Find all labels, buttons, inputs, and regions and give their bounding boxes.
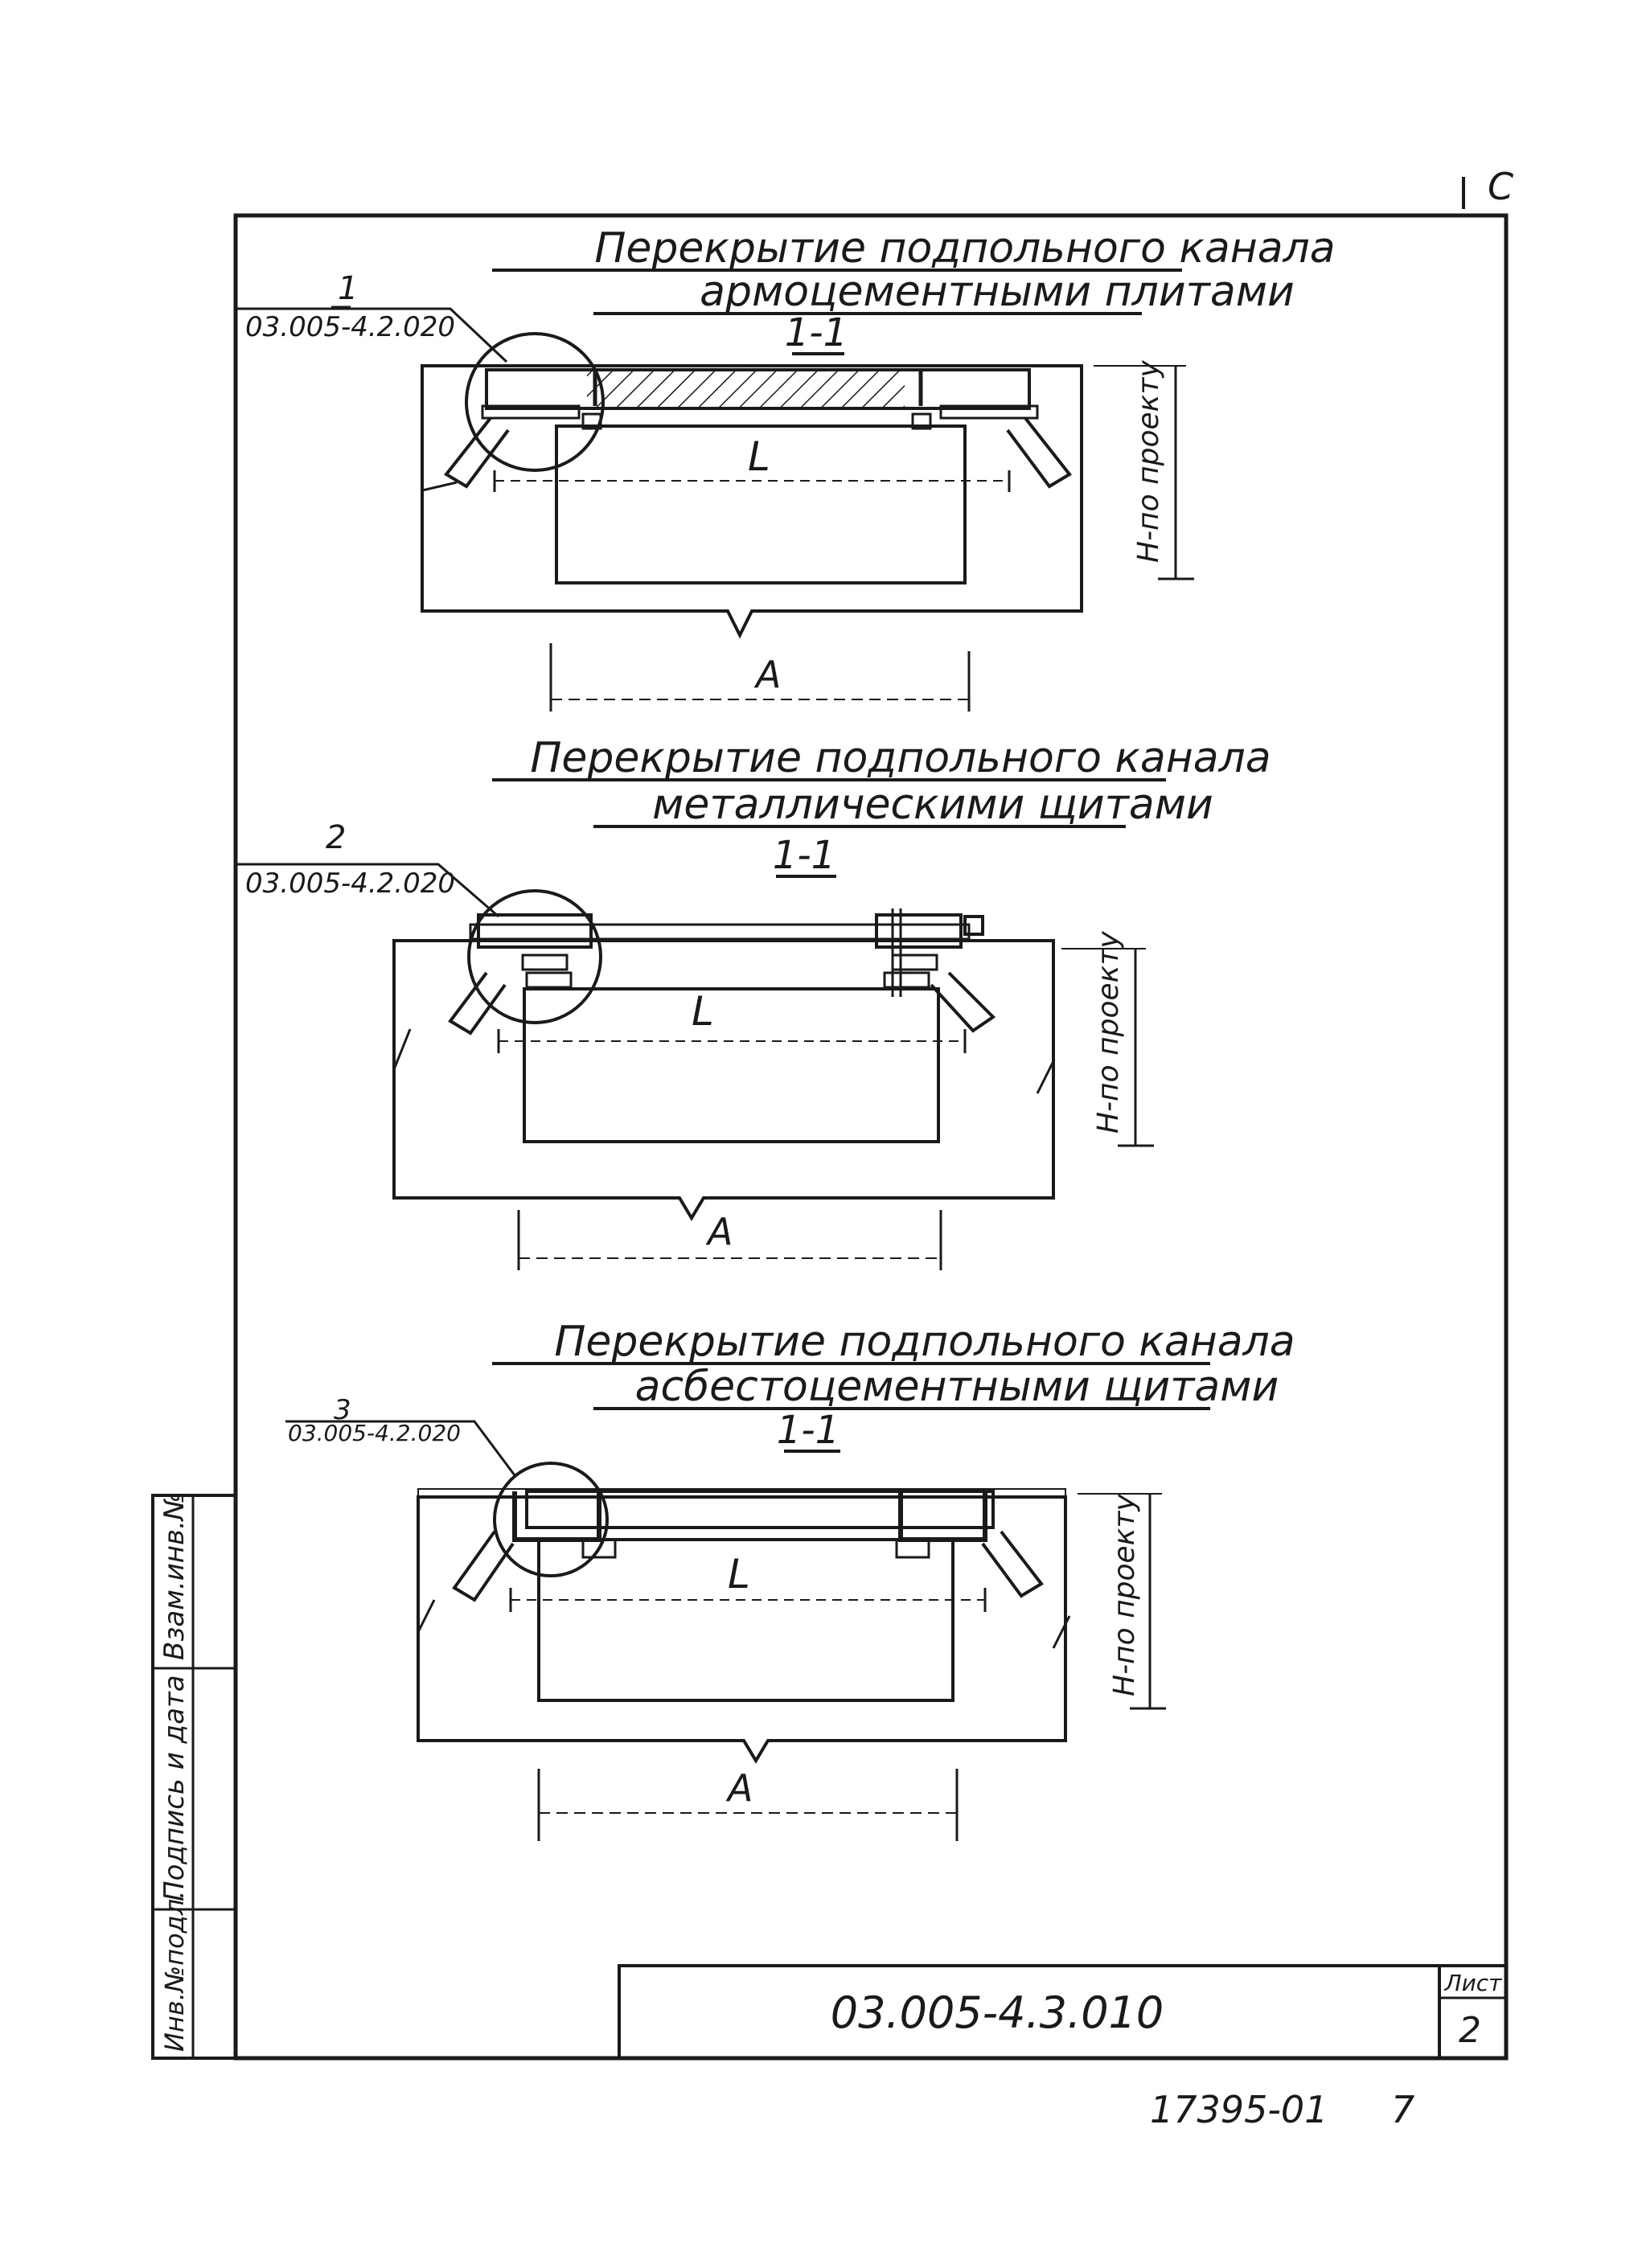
section-3-callout-ref: 03.005-4.2.020 bbox=[288, 1420, 461, 1446]
section-1-angle-right bbox=[939, 404, 1039, 420]
section-3-detail-circle bbox=[493, 1462, 609, 1577]
section-1-title-line2: армоцементными плитами bbox=[700, 268, 1295, 316]
title-block: 03.005-4.3.010 Лист 2 bbox=[618, 1964, 1508, 2060]
section-1-dim-l: L bbox=[748, 433, 770, 480]
section-2-dim-a: A bbox=[705, 1210, 733, 1253]
section-1-slab bbox=[485, 368, 1031, 410]
section-3-concrete bbox=[417, 1495, 1067, 1764]
section-3-floor-finish bbox=[417, 1488, 1066, 1498]
section-2-dim-h: Н-по проекту bbox=[1092, 931, 1125, 1134]
section-2-channel bbox=[523, 987, 940, 1143]
sheet-label: Лист bbox=[1444, 1970, 1503, 1996]
side-stamp-replacement: Взам.инв.№ bbox=[158, 1492, 191, 1660]
section-1-concrete bbox=[421, 364, 1083, 639]
section-1-channel bbox=[555, 424, 967, 584]
section-3-callout-number: 3 bbox=[334, 1394, 351, 1426]
section-3-dim-a: A bbox=[725, 1766, 753, 1810]
section-1: Перекрытие подпольного канала армоцемент… bbox=[237, 224, 1336, 712]
section-3-title-line1: Перекрытие подпольного канала bbox=[554, 1318, 1295, 1366]
section-1-angle-left bbox=[481, 404, 581, 420]
section-3-leader bbox=[285, 1420, 516, 1476]
sheet-frame bbox=[233, 213, 1509, 2061]
section-1-leader bbox=[237, 307, 508, 363]
section-2-callout-ref: 03.005-4.2.020 bbox=[245, 867, 455, 900]
section-1-dim-a: A bbox=[753, 653, 781, 696]
document-number: 03.005-4.3.010 bbox=[831, 1987, 1164, 2038]
section-2-title-line2: металлическими щитами bbox=[652, 781, 1213, 829]
section-3-dim-l: L bbox=[728, 1551, 750, 1597]
section-2-concrete bbox=[392, 939, 1055, 1221]
section-3-title-line2: асбестоцементными щитами bbox=[635, 1363, 1279, 1411]
section-1-dim-h: Н-по проекту bbox=[1132, 360, 1165, 563]
section-3: Перекрытие подпольного канала асбестоцем… bbox=[285, 1318, 1295, 1841]
section-3-panel bbox=[525, 1490, 995, 1529]
section-2: Перекрытие подпольного канала металличес… bbox=[237, 734, 1271, 1270]
page-number: 7 bbox=[1391, 2088, 1414, 2131]
section-2-label: 1-1 bbox=[773, 833, 835, 878]
section-2-dim-l: L bbox=[692, 988, 714, 1035]
section-2-leader bbox=[237, 863, 499, 918]
side-stamp-inventory: Инв.№подл. bbox=[159, 1891, 190, 2052]
section-1-callout-ref: 03.005-4.2.020 bbox=[245, 311, 455, 343]
section-1-title-line1: Перекрытие подпольного канала bbox=[594, 224, 1335, 273]
section-3-dim-h: Н-по проекту bbox=[1108, 1494, 1141, 1696]
sheet-number: 2 bbox=[1459, 2010, 1481, 2051]
corner-mark: С bbox=[1488, 165, 1513, 208]
section-2-callout-number: 2 bbox=[326, 819, 346, 856]
section-3-label: 1-1 bbox=[777, 1408, 840, 1453]
section-1-callout-number: 1 bbox=[338, 270, 358, 307]
section-2-title-line1: Перекрытие подпольного канала bbox=[530, 734, 1271, 782]
section-2-plate bbox=[469, 923, 971, 941]
side-stamp: Взам.инв.№ Подпись и дата Инв.№подл. bbox=[151, 1492, 237, 2060]
section-2-detail-circle bbox=[467, 889, 602, 1024]
section-1-label: 1-1 bbox=[785, 310, 848, 355]
side-stamp-signature-date: Подпись и дата bbox=[158, 1675, 191, 1901]
archive-number: 17395-01 bbox=[1150, 2088, 1328, 2131]
section-3-channel bbox=[537, 1538, 954, 1702]
